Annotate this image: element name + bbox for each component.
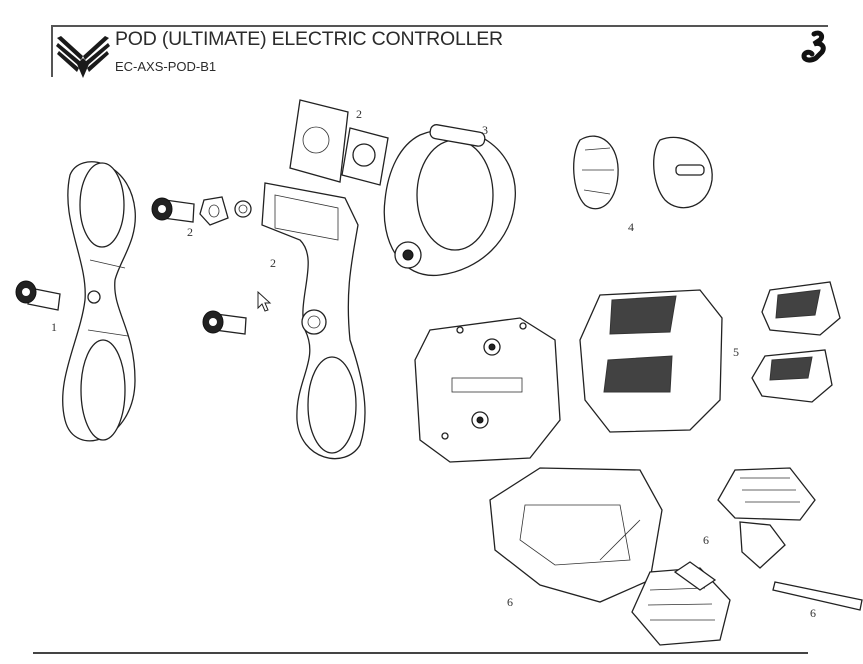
page-title: POD (ULTIMATE) ELECTRIC CONTROLLER: [115, 28, 503, 50]
callout-1: 1: [51, 320, 57, 334]
part-5-button-pod: [579, 281, 841, 433]
callout-3: 3: [482, 123, 488, 137]
part-2-top-plates: [289, 99, 389, 186]
controller-housing: [414, 317, 561, 463]
part-6-base-cradle: [489, 467, 663, 603]
part-2-bolt-upper: [151, 197, 195, 223]
callout-6b: 6: [703, 533, 709, 547]
header-top-rule: [52, 25, 828, 27]
callout-5: 5: [733, 345, 739, 359]
part-1-bolt: [15, 280, 61, 311]
part-2-bolt-lower: [202, 310, 247, 335]
part-6-lever-lower: [631, 561, 731, 646]
part-3-ring-clamp: [383, 124, 516, 276]
callout-6c: 6: [810, 606, 816, 620]
callout-4: 4: [628, 220, 634, 234]
part-1-clamp-bar: [62, 161, 136, 442]
part-code: EC-AXS-POD-B1: [115, 59, 217, 74]
part-2-mount-arm: [261, 182, 366, 460]
callout-6a: 6: [507, 595, 513, 609]
callout-2a: 2: [187, 225, 193, 239]
header-left-rule: [51, 25, 53, 77]
part-4-cover-parts: [573, 135, 713, 210]
footer-rule: [33, 652, 808, 654]
sram-s-logo-icon: [801, 30, 826, 63]
eagle-wings-logo-icon: [56, 36, 110, 78]
part-6-lever-upper: [717, 467, 816, 569]
callout-2c: 2: [356, 107, 362, 121]
mouse-cursor-icon: [257, 290, 272, 312]
part-6-pin: [772, 581, 863, 611]
callout-2b: 2: [270, 256, 276, 270]
part-2-washers: [199, 196, 252, 226]
